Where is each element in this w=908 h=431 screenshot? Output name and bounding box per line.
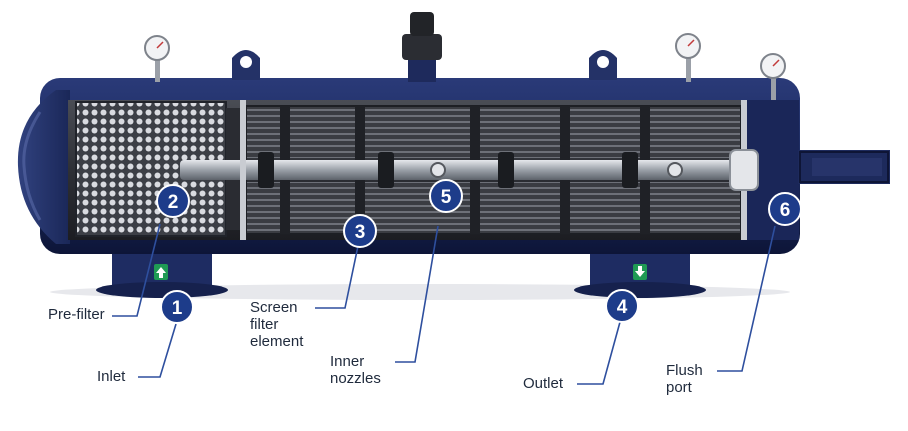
- badge-6-number: 6: [780, 200, 791, 221]
- label-prefilter: Pre-filter: [48, 306, 105, 323]
- leader-screen: [315, 245, 359, 309]
- flush-chamber: [729, 100, 890, 240]
- leader-prefilter: [112, 223, 161, 317]
- badge-2-number: 2: [168, 192, 179, 213]
- leader-lines: [112, 223, 776, 385]
- label-flush-port: Flush port: [666, 362, 703, 396]
- badge-3-number: 3: [355, 222, 366, 243]
- badge-4-number: 4: [617, 297, 628, 318]
- label-inner-nozzles: Inner nozzles: [330, 353, 381, 387]
- inner-nozzles: [180, 152, 760, 188]
- label-screen-filter-element: Screen filter element: [250, 299, 304, 350]
- badge-3: 3: [343, 214, 377, 248]
- badge-1-number: 1: [172, 298, 183, 319]
- label-inlet: Inlet: [97, 368, 126, 385]
- tank-end-cap: [17, 90, 70, 244]
- top-actuator: [402, 12, 442, 82]
- badge-2: 2: [156, 184, 190, 218]
- badge-4: 4: [605, 289, 639, 323]
- pressure-gauge-middle: [675, 33, 701, 82]
- leader-nozzles: [395, 225, 439, 363]
- pressure-gauge-right: [760, 53, 786, 100]
- leader-flush: [717, 225, 776, 372]
- badge-5: 5: [429, 179, 463, 213]
- pressure-gauge-left: [144, 35, 170, 82]
- leader-outlet: [577, 321, 621, 385]
- label-outlet: Outlet: [523, 375, 564, 392]
- leader-inlet: [138, 323, 177, 378]
- badge-5-number: 5: [441, 187, 452, 208]
- badge-1: 1: [160, 290, 194, 324]
- badge-6: 6: [768, 192, 802, 226]
